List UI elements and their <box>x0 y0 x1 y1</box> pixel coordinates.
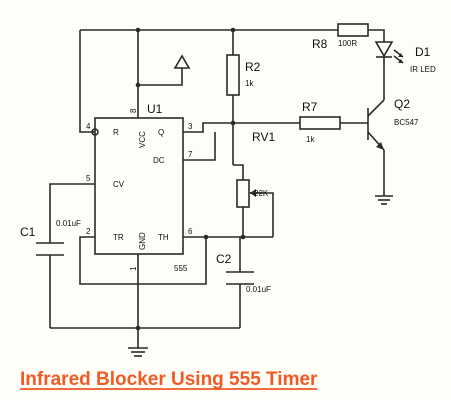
junction-dots <box>135 27 246 331</box>
r7-value: 1k <box>306 135 315 144</box>
ic-pin-dc: DC <box>153 156 165 165</box>
ic-pin-tr: TR <box>113 233 124 242</box>
pin-number-4: 4 <box>86 122 91 131</box>
rv1-ref: RV1 <box>252 130 275 144</box>
pin-number-6: 6 <box>188 227 193 236</box>
ic-pin-vcc: VCC <box>138 131 147 148</box>
capacitor-c2: C2 0.01uF <box>216 252 271 294</box>
pin-number-2: 2 <box>86 227 91 236</box>
r8-value: 100R <box>338 39 357 48</box>
emission-arrows-icon <box>393 49 404 64</box>
q2-ref: Q2 <box>394 97 410 111</box>
d1-ref: D1 <box>415 45 431 59</box>
resistor-r2: R2 1k <box>226 54 261 96</box>
pin-number-7: 7 <box>188 150 193 159</box>
pin-number-8: 8 <box>129 108 138 113</box>
ic-part-label: 555 <box>174 264 188 273</box>
r2-ref: R2 <box>245 60 261 74</box>
title-block: Infrared Blocker Using 555 Timer <box>20 369 318 390</box>
c1-value: 0.01uF <box>56 219 81 228</box>
wiper-arrow-icon <box>250 189 256 197</box>
pin-number-3: 3 <box>188 122 193 131</box>
transistor-q2: Q2 BC547 <box>367 97 419 151</box>
q2-value: BC547 <box>394 118 419 127</box>
c1-ref: C1 <box>20 225 36 239</box>
r8-ref: R8 <box>312 37 328 51</box>
ic-pin-th: TH <box>158 233 169 242</box>
r2-value: 1k <box>245 79 254 88</box>
resistor-r7: R7 1k <box>299 100 341 144</box>
resistor-r8: R8 100R <box>312 23 369 51</box>
d1-value: IR LED <box>410 65 436 74</box>
capacitor-c1: C1 0.01uF <box>20 219 81 256</box>
c2-value: 0.01uF <box>246 285 271 294</box>
page-title: Infrared Blocker Using 555 Timer <box>20 369 318 390</box>
r7-ref: R7 <box>302 100 318 114</box>
ic-555: U1 555 R VCC Q DC CV TR GND TH 4 8 3 7 5… <box>86 102 193 273</box>
ground-icon-main <box>128 347 148 357</box>
c2-ref: C2 <box>216 252 232 266</box>
ic-ref-label: U1 <box>147 102 163 116</box>
rv1-value: 22K <box>254 189 269 198</box>
power-arrow-icon <box>173 54 191 69</box>
wires <box>49 29 385 348</box>
ic-pin-gnd: GND <box>138 232 147 250</box>
ir-led-d1: D1 IR LED <box>374 41 436 74</box>
ic-pin-r: R <box>113 128 119 137</box>
ground-icon-transistor <box>375 195 393 205</box>
ic-pin-cv: CV <box>113 180 125 189</box>
pin-number-5: 5 <box>86 174 91 183</box>
ic-pin-q: Q <box>158 128 164 137</box>
potentiometer-rv1: RV1 22K <box>236 130 275 208</box>
emitter-arrow-icon <box>376 142 384 150</box>
pin-number-1: 1 <box>129 266 138 271</box>
